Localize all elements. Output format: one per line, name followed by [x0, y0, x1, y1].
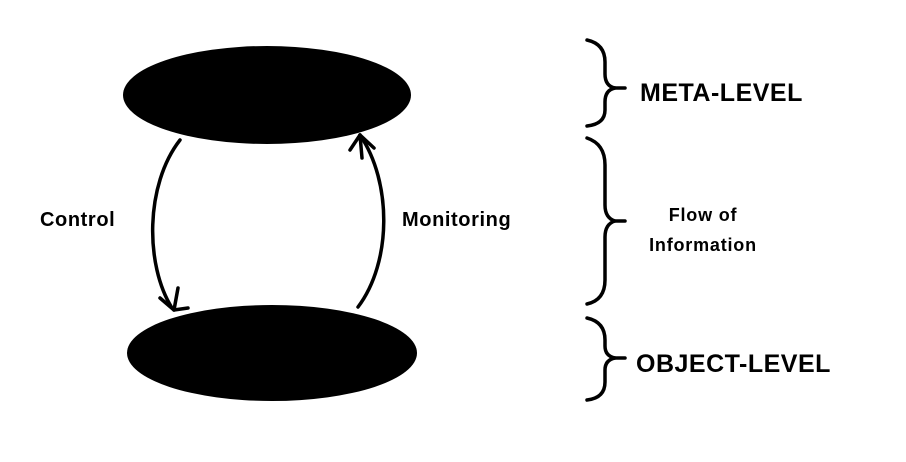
object-level-node: [127, 305, 417, 401]
object-level-brace: [585, 316, 627, 402]
flow-label-line1: Flow of: [669, 205, 738, 225]
flow-brace: [585, 136, 627, 306]
meta-level-brace: [585, 38, 627, 128]
flow-label-line2: Information: [649, 235, 757, 255]
object-level-label: OBJECT-LEVEL: [636, 350, 831, 378]
monitoring-label: Monitoring: [402, 209, 511, 231]
meta-level-label: META-LEVEL: [640, 79, 803, 107]
control-label: Control: [40, 209, 115, 231]
meta-level-node: [123, 46, 411, 144]
monitoring-arrow: [348, 133, 386, 309]
control-arrow: [151, 138, 190, 312]
